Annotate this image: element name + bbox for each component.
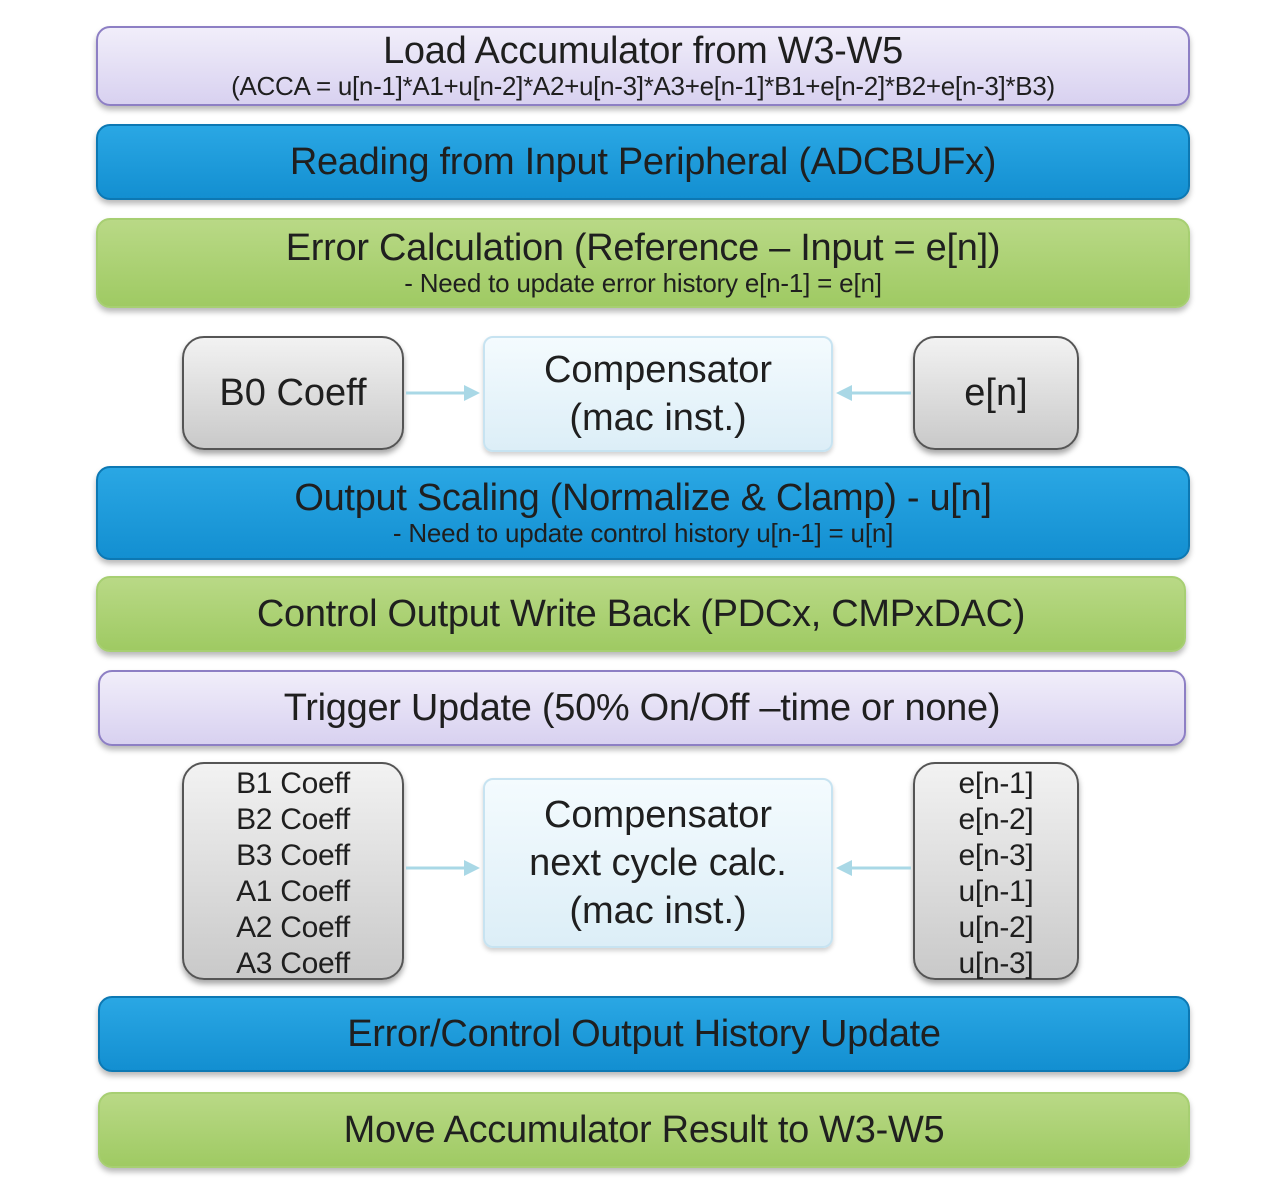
b0-coeff-box: B0 Coeff (182, 336, 404, 450)
output-scaling-title: Output Scaling (Normalize & Clamp) - u[n… (294, 476, 992, 519)
load-accumulator-title: Load Accumulator from W3-W5 (383, 29, 903, 72)
reading-input-title: Reading from Input Peripheral (ADCBUFx) (289, 140, 997, 183)
history-item: u[n-1] (958, 875, 1034, 908)
history-update-step: Error/Control Output History Update (98, 996, 1190, 1072)
history-update-title: Error/Control Output History Update (347, 1012, 941, 1055)
control-history-note: - Need to update control history u[n-1] … (392, 518, 894, 549)
move-accumulator-title: Move Accumulator Result to W3-W5 (343, 1108, 945, 1151)
arrow-head-icon (464, 385, 480, 401)
error-calculation-step: Error Calculation (Reference – Input = e… (96, 218, 1190, 308)
accumulator-formula: (ACCA = u[n-1]*A1+u[n-2]*A2+u[n-3]*A3+e[… (231, 71, 1055, 102)
history-item: e[n-2] (958, 803, 1034, 836)
b0-coeff-label: B0 Coeff (219, 371, 367, 414)
coeff-item: A2 Coeff (236, 911, 350, 944)
load-accumulator-step: Load Accumulator from W3-W5 (ACCA = u[n-… (96, 26, 1190, 106)
trigger-update-title: Trigger Update (50% On/Off –time or none… (283, 686, 1001, 729)
history-box: e[n-1] e[n-2] e[n-3] u[n-1] u[n-2] u[n-3… (913, 762, 1079, 980)
output-scaling-step: Output Scaling (Normalize & Clamp) - u[n… (96, 466, 1190, 560)
error-calculation-title: Error Calculation (Reference – Input = e… (285, 226, 1001, 269)
next-cycle-calc-label: next cycle calc. (529, 842, 787, 884)
error-history-note: - Need to update error history e[n-1] = … (404, 268, 882, 299)
coeff-item: A3 Coeff (236, 947, 350, 980)
arrow-head-icon (836, 860, 852, 876)
history-item: u[n-2] (958, 911, 1034, 944)
coefficients-box: B1 Coeff B2 Coeff B3 Coeff A1 Coeff A2 C… (182, 762, 404, 980)
trigger-update-step: Trigger Update (50% On/Off –time or none… (98, 670, 1186, 746)
reading-input-step: Reading from Input Peripheral (ADCBUFx) (96, 124, 1190, 200)
history-item: e[n-1] (958, 767, 1034, 800)
compensator-box: Compensator (mac inst.) (483, 336, 833, 452)
move-accumulator-step: Move Accumulator Result to W3-W5 (98, 1092, 1190, 1168)
arrow-head-icon (464, 860, 480, 876)
compensator-label: Compensator (543, 349, 773, 391)
history-item: u[n-3] (958, 947, 1034, 980)
write-back-title: Control Output Write Back (PDCx, CMPxDAC… (256, 592, 1026, 635)
write-back-step: Control Output Write Back (PDCx, CMPxDAC… (96, 576, 1186, 652)
next-cycle-mac-label: (mac inst.) (569, 890, 747, 932)
compensator-mac-label: (mac inst.) (569, 397, 747, 439)
error-input-box: e[n] (913, 336, 1079, 450)
coeff-item: B2 Coeff (236, 803, 350, 836)
history-item: e[n-3] (958, 839, 1034, 872)
next-cycle-compensator-label: Compensator (543, 794, 773, 836)
coeff-item: A1 Coeff (236, 875, 350, 908)
coeff-item: B1 Coeff (236, 767, 350, 800)
next-cycle-compensator-box: Compensator next cycle calc. (mac inst.) (483, 778, 833, 948)
arrow-head-icon (836, 385, 852, 401)
coeff-item: B3 Coeff (236, 839, 350, 872)
error-input-label: e[n] (964, 371, 1028, 414)
